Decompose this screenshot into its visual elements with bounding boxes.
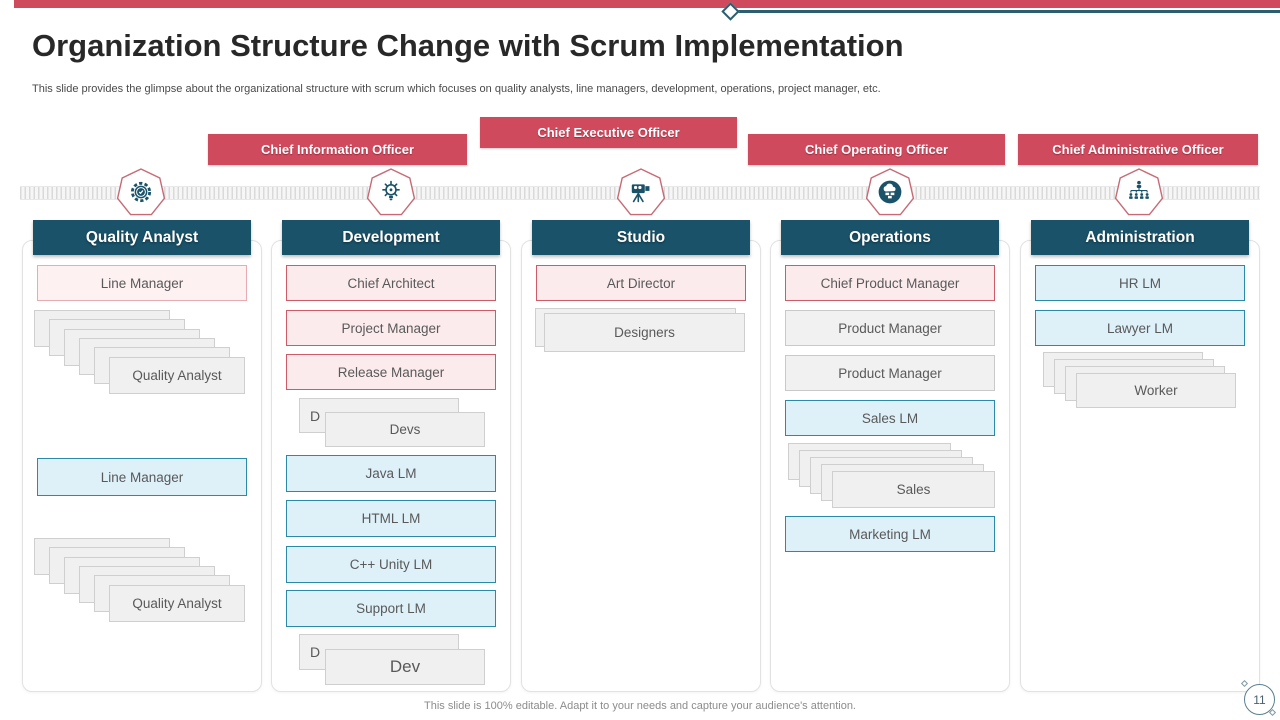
- column-administration: Administration HR LM Lawyer LM Worker: [1020, 220, 1260, 692]
- column-header: Development: [282, 220, 500, 255]
- org-box: Project Manager: [286, 310, 496, 346]
- banner-chief-executive-officer: Chief Executive Officer: [480, 117, 737, 148]
- stacked-card-front: Quality Analyst: [109, 356, 245, 394]
- video-camera-icon: [631, 184, 650, 203]
- badge-studio: [616, 168, 666, 218]
- stacked-card-front: Designers: [544, 313, 745, 352]
- org-box: HR LM: [1035, 265, 1245, 301]
- octagon-frame: [1114, 168, 1164, 216]
- octagon-frame: [366, 168, 416, 216]
- cloud-computing-icon: [878, 180, 902, 204]
- org-box: Art Director: [536, 265, 746, 301]
- page-title: Organization Structure Change with Scrum…: [32, 28, 904, 63]
- org-box: Product Manager: [785, 310, 995, 346]
- org-box: Support LM: [286, 590, 496, 627]
- stacked-card-front: Dev: [325, 649, 485, 685]
- stacked-card-front: Worker: [1076, 373, 1236, 408]
- column-frame: [1020, 240, 1260, 692]
- stacked-card-front: Quality Analyst: [109, 584, 245, 622]
- column-header: Operations: [781, 220, 999, 255]
- column-quality-analyst: Quality Analyst Line Manager Quality Ana…: [22, 220, 262, 692]
- stacked-card-front: Sales: [832, 471, 995, 508]
- badge-quality-analyst: [116, 168, 166, 218]
- stacked-card-front: Devs: [325, 412, 485, 447]
- column-development: Development Chief Architect Project Mana…: [271, 220, 511, 692]
- column-header: Administration: [1031, 220, 1249, 255]
- banner-chief-information-officer: Chief Information Officer: [208, 134, 467, 165]
- org-box: Line Manager: [37, 265, 247, 301]
- org-box: Lawyer LM: [1035, 310, 1245, 346]
- badge-development: [366, 168, 416, 218]
- org-box: Chief Architect: [286, 265, 496, 301]
- gear-check-icon: [130, 181, 152, 203]
- top-accent-line: [731, 10, 1280, 13]
- org-box: Line Manager: [37, 458, 247, 496]
- org-box: C++ Unity LM: [286, 546, 496, 583]
- org-box: Product Manager: [785, 355, 995, 391]
- banner-chief-administrative-officer: Chief Administrative Officer: [1018, 134, 1258, 165]
- column-header: Studio: [532, 220, 750, 255]
- org-box: Release Manager: [286, 354, 496, 390]
- column-studio: Studio Art Director Designers: [521, 220, 761, 692]
- org-chart-icon: [1129, 180, 1149, 199]
- org-box: Marketing LM: [785, 516, 995, 552]
- org-box: Java LM: [286, 455, 496, 492]
- org-box: Chief Product Manager: [785, 265, 995, 301]
- banner-chief-operating-officer: Chief Operating Officer: [748, 134, 1005, 165]
- footer-note: This slide is 100% editable. Adapt it to…: [424, 700, 856, 712]
- slide-subtitle: This slide provides the glimpse about th…: [32, 83, 881, 95]
- org-box: HTML LM: [286, 500, 496, 537]
- column-operations: Operations Chief Product Manager Product…: [770, 220, 1010, 692]
- top-accent-bar: [14, 0, 1280, 8]
- org-box: Sales LM: [785, 400, 995, 436]
- badge-operations: [865, 168, 915, 218]
- lightbulb-icon: [382, 180, 400, 201]
- badge-administration: [1114, 168, 1164, 218]
- column-header: Quality Analyst: [33, 220, 251, 255]
